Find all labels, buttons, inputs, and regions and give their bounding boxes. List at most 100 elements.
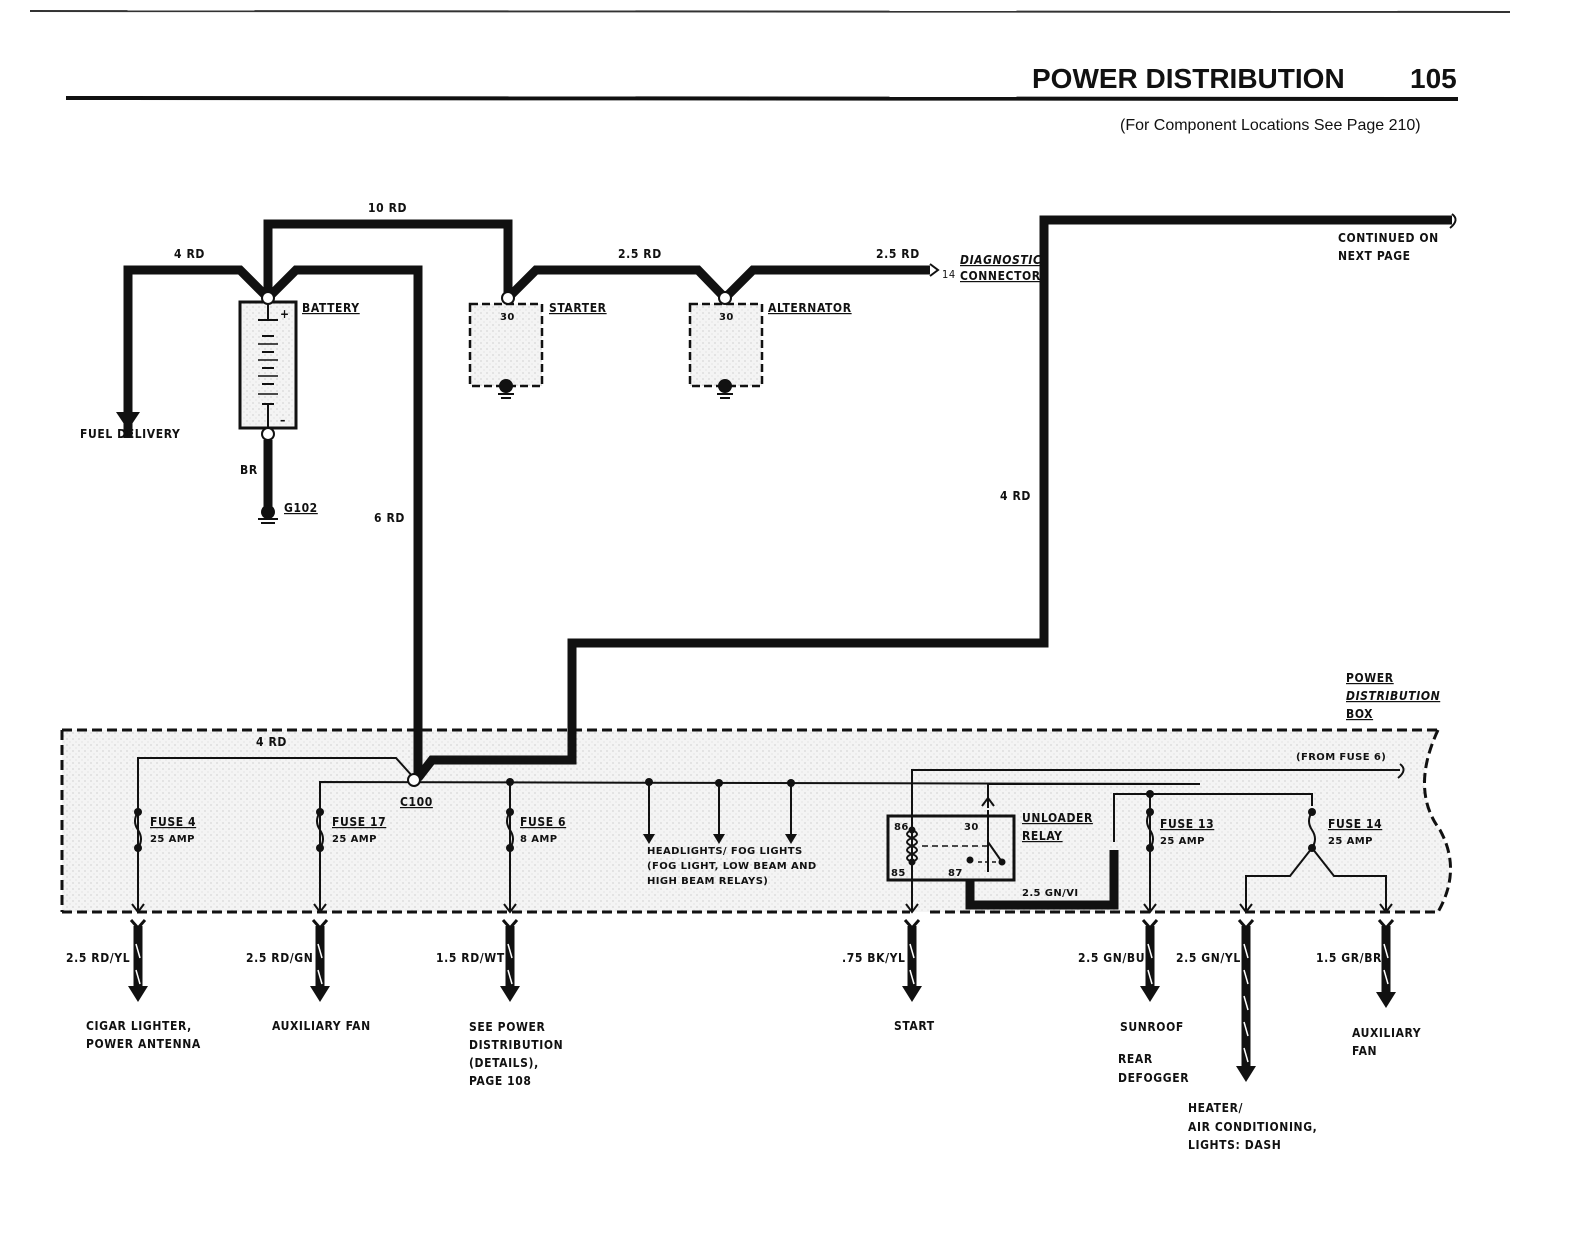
alternator-box: [688, 302, 764, 388]
output-dest-4-line-0: SUNROOF: [1120, 1020, 1184, 1034]
wire-label-25rd-b: 2.5 RD: [876, 247, 920, 261]
pdb-label-1: POWER: [1346, 671, 1394, 685]
output-wire-2: [500, 903, 520, 1002]
fuse-13-name: FUSE 13: [1160, 817, 1214, 831]
wire-gnvi: [965, 850, 1119, 910]
fuse-17-icon: [316, 808, 324, 852]
wire-label-br: BR: [240, 463, 258, 477]
alternator-label: ALTERNATOR: [768, 301, 852, 315]
diag-connector-label-1: DIAGNOSTIC: [960, 253, 1041, 267]
fuse-4-rating: 25 AMP: [150, 834, 195, 845]
fuse-13-icon: [1146, 790, 1154, 910]
output-wire-label-0: 2.5 RD/YL: [66, 951, 130, 965]
output-dest-0-line-0: CIGAR LIGHTER,: [86, 1019, 192, 1033]
relay-pin-85: 85: [891, 868, 906, 879]
wire-25rd-alternator-diag: [504, 265, 930, 305]
fuse-4-name: FUSE 4: [150, 815, 196, 829]
page-title: POWER DISTRIBUTION: [1032, 63, 1345, 94]
output-wire-label-6: 1.5 GR/BR: [1316, 951, 1382, 965]
fuse-13-rating: 25 AMP: [1160, 836, 1205, 847]
header-rule: [65, 96, 1459, 101]
output-dest-2-line-0: SEE POWER: [469, 1020, 545, 1034]
wire-label-25rd-a: 2.5 RD: [618, 247, 662, 261]
output-wire-label-5: 2.5 GN/YL: [1176, 951, 1241, 965]
output-dest-1-line-0: AUXILIARY FAN: [272, 1019, 371, 1033]
svg-text:+: +: [280, 307, 290, 321]
c100-label: C100: [400, 795, 433, 809]
pdb-label-2: DISTRIBUTION: [1346, 689, 1440, 703]
ground-icon-starter: [498, 379, 514, 399]
svg-text:–: –: [280, 413, 286, 427]
output-dest-2-line-1: DISTRIBUTION: [469, 1038, 563, 1052]
battery-symbol: + –: [238, 300, 298, 430]
wire-4rd-continued: [414, 215, 1452, 781]
output-dest-2-line-3: PAGE 108: [469, 1074, 532, 1088]
relay-label-1: UNLOADER: [1022, 811, 1093, 825]
diag-pin-label: 14: [942, 268, 956, 281]
wire-4rd-fuel-delivery: [123, 265, 272, 438]
output-wire-1: [310, 903, 330, 1002]
continued-label-1: CONTINUED ON: [1338, 231, 1439, 245]
headlights-label-1: HEADLIGHTS/ FOG LIGHTS: [647, 846, 803, 857]
continued-break-icon: [1449, 213, 1457, 229]
headlights-label-3: HIGH BEAM RELAYS): [647, 876, 768, 887]
bus-fuse13-14: [1113, 793, 1313, 842]
ground-icon-g102: [258, 505, 278, 524]
fuse-4-icon: [134, 808, 142, 852]
output-wires: [128, 903, 1396, 1082]
c100-connector: [407, 773, 421, 787]
wire-label-4rd: 4 RD: [174, 247, 205, 261]
output-wire-label-2: 1.5 RD/WT: [436, 951, 505, 965]
wire-10rd-starter: [263, 219, 513, 298]
fuse-6-icon: [506, 778, 514, 910]
pdb-border-right: [1423, 729, 1452, 913]
diag-connector-label-2: CONNECTOR: [960, 269, 1041, 283]
output-dest-3-line-0: START: [894, 1019, 935, 1033]
page-subtitle: (For Component Locations See Page 210): [1120, 117, 1421, 134]
output-arrow-1: [310, 986, 330, 1002]
output-arrow-6: [1376, 992, 1396, 1008]
output-wire-label-4: 2.5 GN/BU: [1078, 951, 1145, 965]
ground-label: G102: [284, 501, 318, 515]
relay-label-2: RELAY: [1022, 829, 1063, 843]
battery-positive-terminal: [261, 291, 275, 305]
bus-main: [319, 780, 1201, 910]
fuse-14-rating: 25 AMP: [1328, 836, 1373, 847]
fuse-17-name: FUSE 17: [332, 815, 386, 829]
output-arrow-3: [902, 986, 922, 1002]
output-dest-5-line-1: AIR CONDITIONING,: [1188, 1120, 1317, 1134]
continued-label-2: NEXT PAGE: [1338, 249, 1411, 263]
ground-icon-alternator: [717, 379, 733, 399]
from-fuse6-label: (FROM FUSE 6): [1296, 752, 1386, 763]
output-wire-0: [128, 903, 148, 1002]
output-dest-5-line-0: HEATER/: [1188, 1101, 1243, 1115]
fuse-14-icon: [1245, 808, 1387, 910]
output-dest-4-line-2: REAR: [1118, 1052, 1153, 1066]
from-fuse6-break-icon: [1397, 763, 1405, 779]
output-wire-3: [902, 903, 922, 1002]
headlights-label-2: (FOG LIGHT, LOW BEAM AND: [647, 861, 817, 872]
output-arrow-4: [1140, 986, 1160, 1002]
output-wire-5: [1236, 903, 1256, 1082]
relay-pin-87: 87: [948, 868, 963, 879]
output-dest-4-line-3: DEFOGGER: [1118, 1071, 1189, 1085]
output-arrow-5: [1236, 1066, 1256, 1082]
output-dest-2-line-2: (DETAILS),: [469, 1056, 539, 1070]
unloader-relay: [886, 783, 1200, 882]
wire-label-4rd-box: 4 RD: [256, 735, 287, 749]
fuel-delivery-arrow: [116, 412, 140, 430]
alternator-terminal-label: 30: [719, 312, 734, 323]
fuse-6-name: FUSE 6: [520, 815, 566, 829]
starter-box: [468, 302, 544, 388]
alternator-terminal: [718, 291, 732, 305]
output-dest-5-line-2: LIGHTS: DASH: [1188, 1138, 1281, 1152]
page-top-rule: [29, 10, 1511, 13]
battery-label: BATTERY: [302, 301, 360, 315]
wire-6rd-c100: [264, 265, 423, 778]
fuel-delivery-label: FUEL DELIVERY: [80, 427, 180, 441]
relay-pin-30: 30: [964, 822, 979, 833]
wire-label-4rd-right: 4 RD: [1000, 489, 1031, 503]
starter-label: STARTER: [549, 301, 607, 315]
battery-negative-terminal: [261, 427, 275, 441]
